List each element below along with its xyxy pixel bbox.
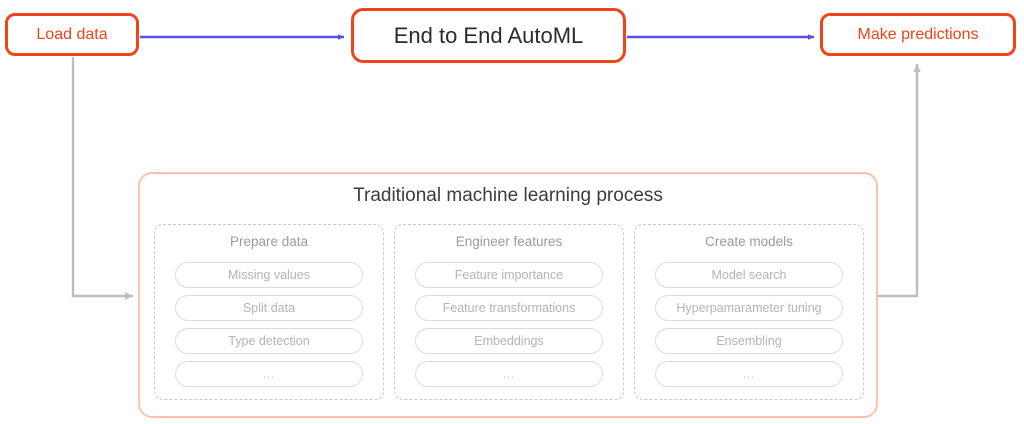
stage-engineer-features: Engineer features Feature importance Fea… bbox=[394, 224, 624, 400]
arrow-load-to-traditional bbox=[71, 57, 134, 300]
stage-title: Prepare data bbox=[229, 234, 309, 249]
load-data-label: Load data bbox=[36, 25, 108, 43]
stage-title: Engineer features bbox=[455, 234, 563, 249]
stage-create-models: Create models Model search Hyperpamarame… bbox=[634, 224, 864, 400]
arrow-traditional-to-predictions bbox=[878, 63, 921, 298]
end-to-end-automl-node[interactable]: End to End AutoML bbox=[351, 8, 626, 63]
stage-item-list: Feature importance Feature transformatio… bbox=[415, 262, 603, 394]
end-to-end-automl-label: End to End AutoML bbox=[393, 22, 584, 48]
stage-item[interactable]: Hyperpamarameter tuning bbox=[655, 295, 843, 321]
stage-item-list: Missing values Split data Type detection… bbox=[175, 262, 363, 394]
stage-item[interactable]: Model search bbox=[655, 262, 843, 288]
stage-item[interactable]: Ensembling bbox=[655, 328, 843, 354]
traditional-ml-process-container: Traditional machine learning process Pre… bbox=[138, 172, 878, 418]
stage-item[interactable]: Embeddings bbox=[415, 328, 603, 354]
make-predictions-label: Make predictions bbox=[857, 25, 979, 43]
stage-item[interactable]: Type detection bbox=[175, 328, 363, 354]
traditional-ml-process-title: Traditional machine learning process bbox=[353, 185, 663, 206]
stage-item[interactable]: Split data bbox=[175, 295, 363, 321]
stage-prepare-data: Prepare data Missing values Split data T… bbox=[154, 224, 384, 400]
stage-item[interactable]: Feature transformations bbox=[415, 295, 603, 321]
stage-item-more[interactable]: … bbox=[415, 361, 603, 387]
stage-item[interactable]: Feature importance bbox=[415, 262, 603, 288]
make-predictions-node[interactable]: Make predictions bbox=[820, 13, 1016, 56]
stage-item[interactable]: Missing values bbox=[175, 262, 363, 288]
stage-title: Create models bbox=[705, 234, 793, 249]
load-data-node[interactable]: Load data bbox=[5, 13, 139, 56]
stage-item-more[interactable]: … bbox=[175, 361, 363, 387]
stage-item-list: Model search Hyperpamarameter tuning Ens… bbox=[655, 262, 843, 394]
stage-item-more[interactable]: … bbox=[655, 361, 843, 387]
